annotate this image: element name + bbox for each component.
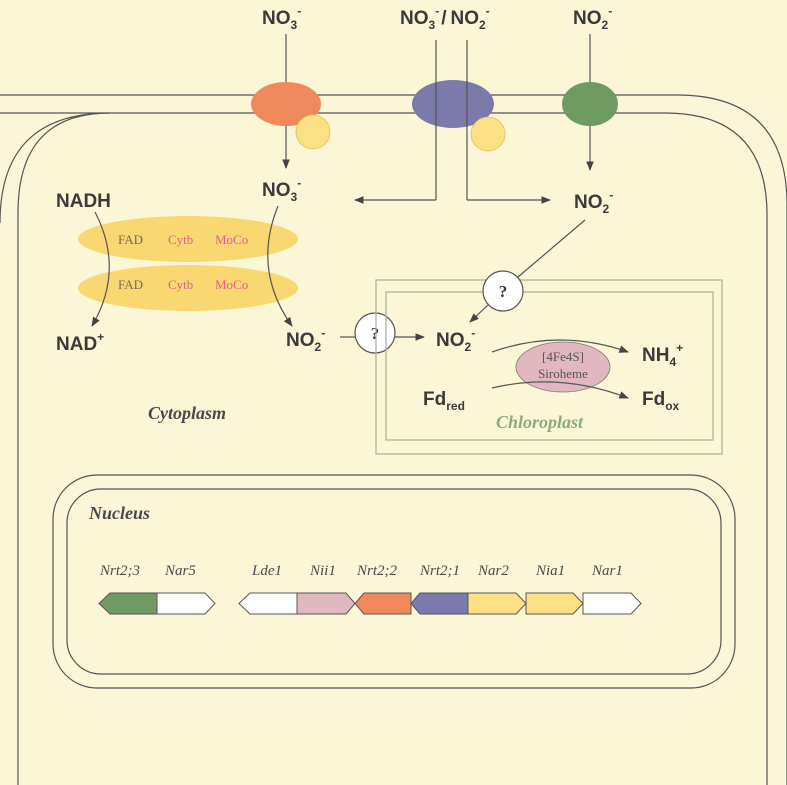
nitrite-reductase-line2: Siroheme (538, 366, 588, 381)
unknown-transporter-envelope-label: ? (371, 324, 380, 343)
chloroplast-entry-arrow (469, 304, 489, 323)
fad-label-2: FAD (118, 277, 143, 292)
nitrite-label-top-right: NO2- (573, 4, 612, 32)
gene-arrow-nii1 (296, 592, 356, 615)
inner-membrane-left (17, 112, 111, 785)
gene-label-nar5: Nar5 (164, 563, 196, 579)
nitrate-transporter-accessory (295, 114, 331, 150)
mixed-label-top: NO3-/NO2- (400, 4, 490, 32)
cytoplasm-label: Cytoplasm (148, 403, 226, 423)
gene-arrow-nrt2-3 (98, 592, 158, 615)
chloroplast-outer (375, 279, 723, 455)
cytb-label-2: Cytb (168, 277, 193, 292)
gene-arrow-nrt2-2 (354, 592, 412, 615)
unknown-transporter-chloroplast (482, 270, 524, 312)
gene-label-nar1: Nar1 (591, 563, 623, 579)
nad-label: NAD+ (56, 330, 104, 355)
gene-arrow-nrt2-1 (410, 592, 469, 615)
gene-arrow-nar1 (582, 592, 642, 615)
fd-red-to-ox-arrow (491, 381, 629, 399)
outer-membrane (0, 94, 787, 785)
nitrate-to-nitrite-arrow (267, 205, 293, 327)
fad-label-1: FAD (118, 232, 143, 247)
nitrite-reductase (515, 341, 611, 393)
moco-label-1: MoCo (215, 232, 248, 247)
nucleus-outer (52, 474, 736, 689)
nucleus-inner (66, 488, 722, 675)
fd-ox-label: Fdox (642, 389, 680, 413)
gene-label-nrt2-3: Nrt2;3 (99, 563, 140, 579)
gene-label-nrt2-1: Nrt2;1 (419, 563, 460, 579)
gene-arrow-nia1 (525, 592, 584, 615)
gene-label-nii1: Nii1 (309, 563, 336, 579)
nitrite-to-ammonium-arrow (491, 339, 629, 353)
nitrite-reductase-line1: [4Fe4S] (542, 349, 584, 364)
gene-arrow-nar2 (467, 592, 527, 615)
unknown-transporter-envelope (354, 312, 396, 354)
nitrite-to-chloroplast-line (517, 219, 586, 278)
mixed-transporter (412, 80, 494, 128)
nitrate-label-top-left: NO3- (262, 4, 301, 32)
cytb-label-1: Cytb (168, 232, 193, 247)
gene-arrow-lde1 (238, 592, 298, 615)
fd-red-label: Fdred (423, 389, 465, 413)
nitrate-transporter (251, 82, 321, 126)
nitrate-label-inside: NO3- (262, 176, 301, 204)
inner-membrane-main (110, 112, 768, 785)
nitrite-label-inside-right: NO2- (574, 188, 613, 216)
nitrite-label-chloroplast: NO2- (436, 326, 475, 354)
nitrate-reductase-subunit-2 (78, 265, 298, 311)
nadh-label: NADH (56, 191, 111, 212)
mixed-transporter-accessory (470, 116, 506, 152)
nitrite-transporter (562, 82, 618, 126)
gene-arrow-nar5 (156, 592, 216, 615)
gene-label-nrt2-2: Nrt2;2 (356, 563, 398, 579)
nitrate-reductase-subunit-1 (78, 216, 298, 262)
nucleus-label: Nucleus (88, 503, 150, 523)
ammonium-label: NH4+ (642, 341, 683, 369)
chloroplast-label: Chloroplast (496, 412, 584, 432)
moco-label-2: MoCo (215, 277, 248, 292)
chloroplast-inner (385, 291, 714, 441)
gene-label-lde1: Lde1 (251, 563, 282, 579)
nitrite-label-cytoplasm: NO2- (286, 326, 325, 354)
gene-label-nar2: Nar2 (477, 563, 509, 579)
gene-label-nia1: Nia1 (535, 563, 565, 579)
nadh-to-nad-arrow (91, 211, 110, 327)
unknown-transporter-chloroplast-label: ? (499, 282, 508, 301)
